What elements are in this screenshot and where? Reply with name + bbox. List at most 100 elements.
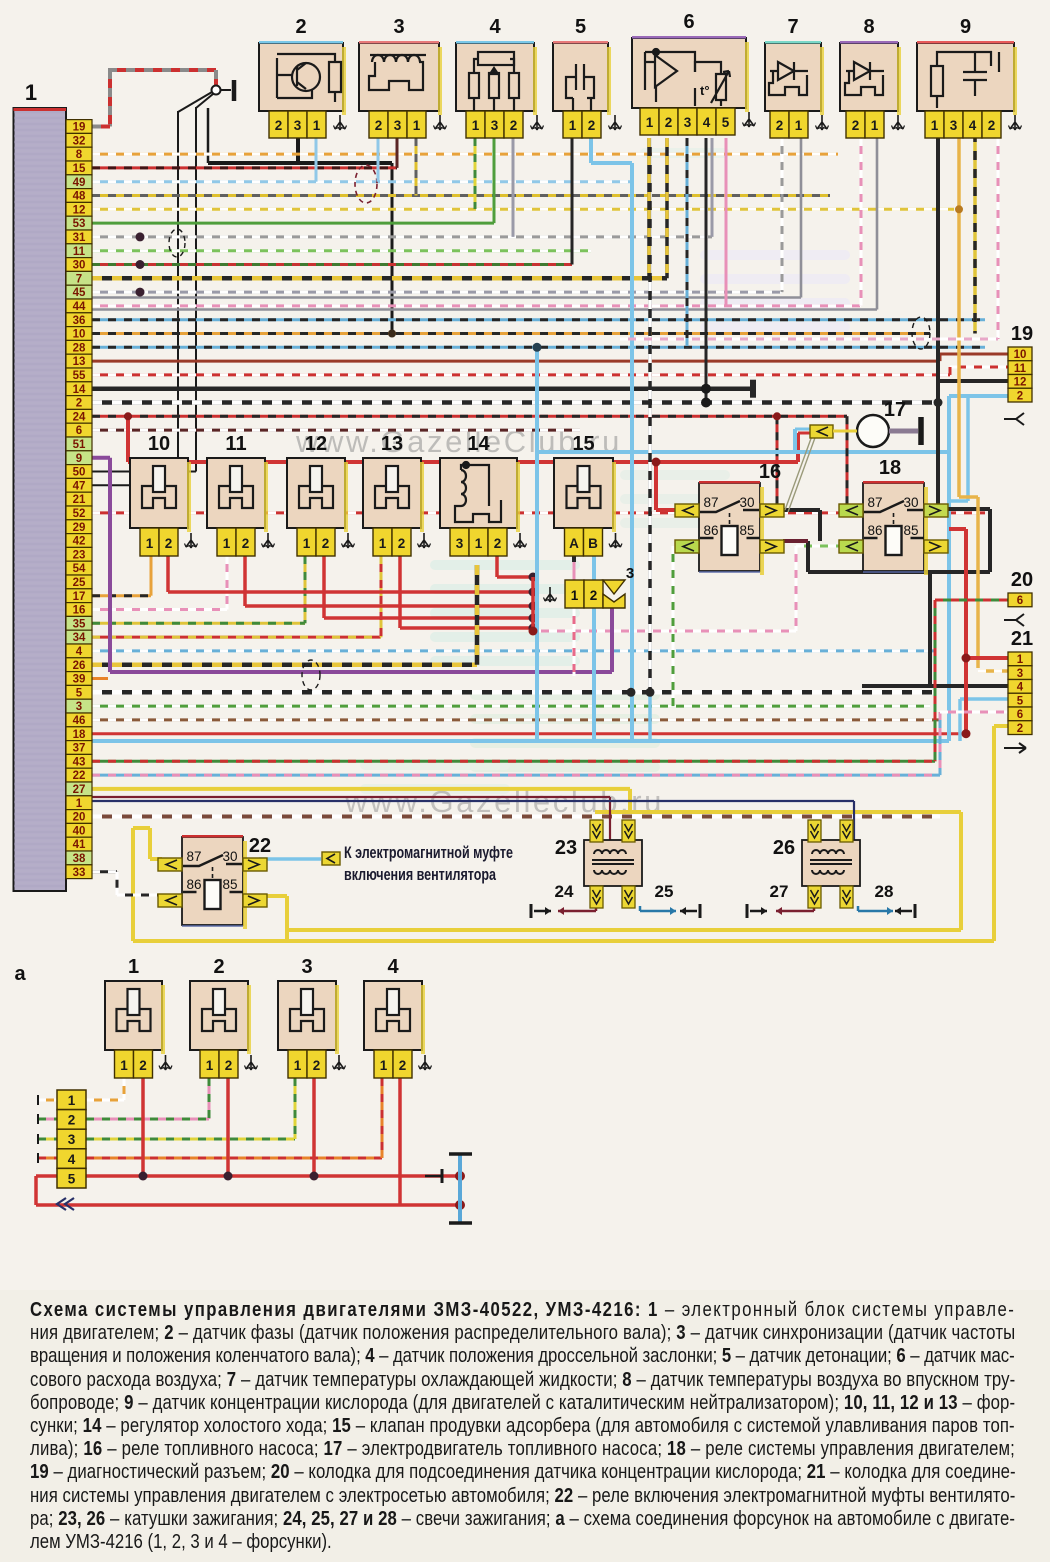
svg-text:43: 43 bbox=[73, 756, 86, 768]
svg-text:1: 1 bbox=[128, 956, 139, 978]
svg-text:19: 19 bbox=[1011, 323, 1033, 345]
svg-text:16: 16 bbox=[73, 605, 86, 617]
svg-text:2: 2 bbox=[165, 536, 173, 551]
svg-text:30: 30 bbox=[73, 260, 86, 272]
svg-text:14: 14 bbox=[73, 384, 86, 396]
svg-text:5: 5 bbox=[68, 1171, 76, 1186]
svg-text:2: 2 bbox=[295, 16, 306, 38]
svg-text:53: 53 bbox=[73, 218, 86, 230]
svg-text:К электромагнитной муфте: К электромагнитной муфте bbox=[344, 844, 513, 862]
svg-text:54: 54 bbox=[73, 563, 86, 575]
svg-text:25: 25 bbox=[655, 882, 674, 901]
svg-text:22: 22 bbox=[249, 835, 271, 857]
svg-text:87: 87 bbox=[703, 495, 718, 510]
svg-text:1: 1 bbox=[120, 1058, 128, 1073]
svg-text:36: 36 bbox=[73, 315, 86, 327]
svg-text:A: A bbox=[569, 536, 579, 551]
svg-text:4: 4 bbox=[489, 16, 501, 38]
svg-text:1: 1 bbox=[379, 536, 387, 551]
svg-text:17: 17 bbox=[884, 399, 906, 421]
svg-text:2: 2 bbox=[322, 536, 330, 551]
svg-text:1: 1 bbox=[1017, 654, 1024, 666]
svg-text:1: 1 bbox=[795, 118, 803, 133]
svg-text:6: 6 bbox=[76, 425, 82, 437]
svg-text:52: 52 bbox=[73, 508, 86, 520]
svg-text:24: 24 bbox=[73, 411, 86, 423]
svg-text:4: 4 bbox=[703, 115, 711, 130]
svg-text:42: 42 bbox=[73, 536, 86, 548]
svg-text:1: 1 bbox=[206, 1058, 214, 1073]
svg-text:39: 39 bbox=[73, 674, 86, 686]
svg-text:3: 3 bbox=[626, 565, 634, 582]
svg-text:5: 5 bbox=[1017, 695, 1024, 707]
svg-text:13: 13 bbox=[73, 356, 86, 368]
svg-text:28: 28 bbox=[73, 342, 86, 354]
svg-text:23: 23 bbox=[555, 837, 577, 859]
svg-text:2: 2 bbox=[139, 1058, 147, 1073]
svg-text:15: 15 bbox=[73, 163, 86, 175]
svg-text:20: 20 bbox=[1011, 569, 1033, 591]
svg-text:31: 31 bbox=[73, 232, 86, 244]
svg-text:1: 1 bbox=[871, 118, 879, 133]
svg-text:12: 12 bbox=[73, 204, 86, 216]
svg-text:2: 2 bbox=[313, 1058, 321, 1073]
svg-text:1: 1 bbox=[294, 1058, 302, 1073]
svg-text:12: 12 bbox=[1014, 377, 1027, 389]
svg-text:18: 18 bbox=[73, 729, 86, 741]
svg-text:33: 33 bbox=[73, 867, 86, 879]
svg-text:3: 3 bbox=[393, 16, 404, 38]
svg-text:25: 25 bbox=[73, 577, 86, 589]
svg-text:50: 50 bbox=[73, 467, 86, 479]
svg-text:30: 30 bbox=[222, 849, 237, 864]
svg-text:34: 34 bbox=[73, 632, 86, 644]
svg-text:1: 1 bbox=[475, 536, 483, 551]
svg-text:B: B bbox=[588, 536, 598, 551]
svg-text:2: 2 bbox=[588, 118, 596, 133]
svg-text:28: 28 bbox=[875, 882, 894, 901]
svg-text:20: 20 bbox=[73, 812, 86, 824]
svg-text:3: 3 bbox=[394, 118, 402, 133]
svg-text:8: 8 bbox=[863, 16, 874, 38]
svg-text:2: 2 bbox=[242, 536, 250, 551]
svg-text:37: 37 bbox=[73, 743, 86, 755]
svg-text:1: 1 bbox=[68, 1093, 76, 1108]
svg-text:5: 5 bbox=[76, 687, 83, 699]
svg-text:1: 1 bbox=[313, 118, 321, 133]
svg-text:46: 46 bbox=[73, 715, 86, 727]
svg-text:1: 1 bbox=[413, 118, 421, 133]
svg-text:29: 29 bbox=[73, 522, 86, 534]
svg-text:38: 38 bbox=[73, 853, 86, 865]
svg-text:9: 9 bbox=[960, 16, 971, 38]
svg-text:3: 3 bbox=[1017, 668, 1023, 680]
svg-text:2: 2 bbox=[494, 536, 502, 551]
svg-text:45: 45 bbox=[73, 287, 86, 299]
svg-text:1: 1 bbox=[25, 80, 37, 105]
svg-text:23: 23 bbox=[73, 549, 86, 561]
svg-text:27: 27 bbox=[73, 784, 86, 796]
svg-text:26: 26 bbox=[73, 660, 86, 672]
svg-text:10: 10 bbox=[73, 329, 86, 341]
svg-text:2: 2 bbox=[399, 1058, 407, 1073]
svg-text:1: 1 bbox=[472, 118, 480, 133]
svg-text:87: 87 bbox=[867, 495, 882, 510]
svg-text:1: 1 bbox=[646, 115, 654, 130]
svg-text:включения вентилятора: включения вентилятора bbox=[344, 866, 497, 884]
svg-text:6: 6 bbox=[1017, 709, 1023, 721]
svg-text:2: 2 bbox=[590, 588, 598, 603]
svg-text:2: 2 bbox=[665, 115, 673, 130]
svg-text:1: 1 bbox=[146, 536, 154, 551]
svg-text:3: 3 bbox=[294, 118, 302, 133]
svg-text:51: 51 bbox=[73, 439, 86, 451]
svg-text:1: 1 bbox=[303, 536, 311, 551]
svg-text:44: 44 bbox=[73, 301, 86, 313]
svg-text:86: 86 bbox=[867, 523, 882, 538]
svg-text:26: 26 bbox=[773, 837, 795, 859]
svg-text:4: 4 bbox=[76, 646, 83, 658]
svg-text:11: 11 bbox=[1014, 363, 1027, 375]
svg-text:4: 4 bbox=[969, 118, 977, 133]
svg-text:40: 40 bbox=[73, 825, 86, 837]
svg-text:30: 30 bbox=[739, 495, 754, 510]
svg-text:3: 3 bbox=[456, 536, 464, 551]
svg-text:3: 3 bbox=[301, 956, 312, 978]
svg-text:32: 32 bbox=[73, 135, 86, 147]
